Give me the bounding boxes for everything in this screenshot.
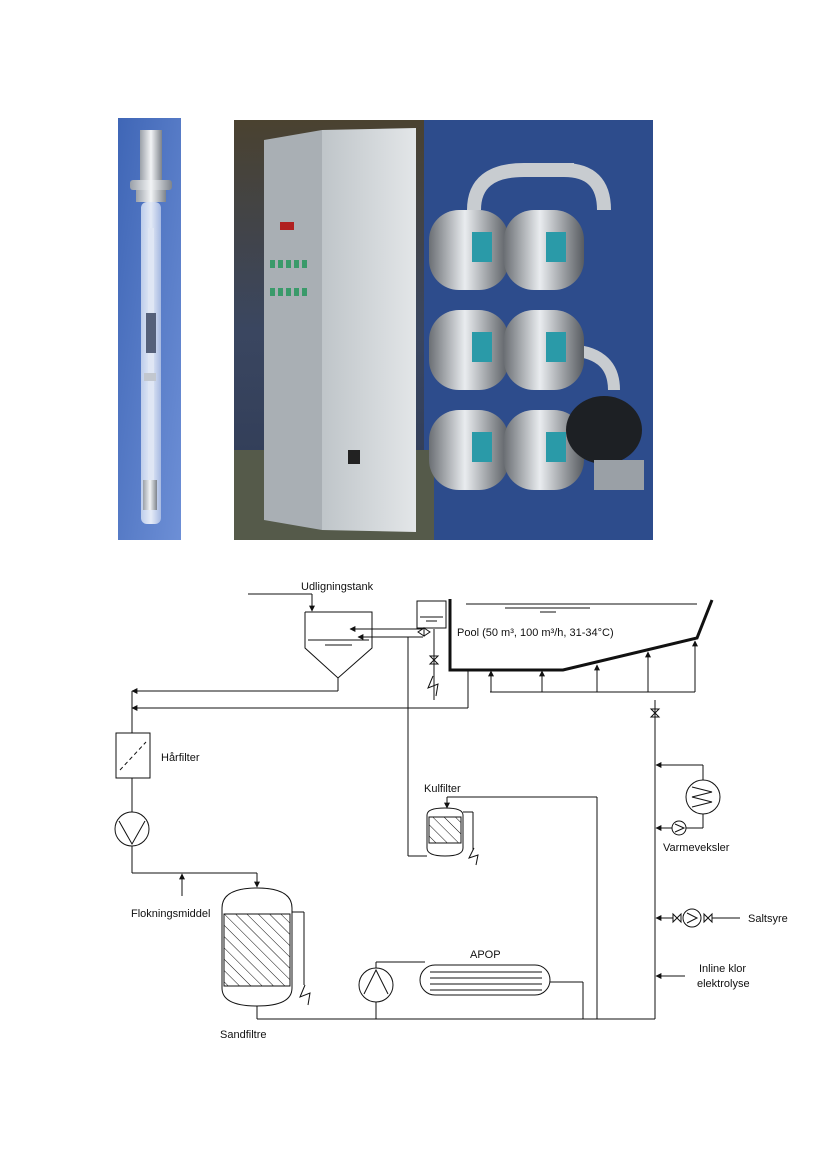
udligningstank-tank — [304, 611, 373, 679]
pool-water-treatment-diagram: Udligningstank Pool (50 m³, 100 m³/h, 31… — [114, 581, 788, 1041]
harfilter — [115, 732, 151, 779]
apop-label: APOP — [470, 949, 501, 961]
pool-label: Pool (50 m³, 100 m³/h, 31-34°C) — [457, 627, 614, 639]
flokningsmiddel-label: Flokningsmiddel — [131, 908, 210, 920]
kulfilter-vessel — [426, 807, 464, 857]
circulation-pump — [114, 811, 150, 847]
udligningstank-label: Udligningstank — [301, 581, 374, 593]
varmeveksler-label: Varmeveksler — [663, 842, 730, 854]
harfilter-label: Hårfilter — [161, 752, 200, 764]
inline-klor-label-line2: elektrolyse — [697, 978, 750, 990]
uv-treatment-installation-photo — [234, 120, 653, 540]
varmeveksler-heat-exchanger — [685, 779, 721, 815]
saltsyre-label: Saltsyre — [748, 913, 788, 925]
sandfilter-vessel — [221, 887, 293, 1007]
uv-lamp-photo — [118, 118, 181, 540]
apop-reactor — [419, 964, 551, 996]
pool-basin — [448, 599, 714, 672]
sandfiltre-label: Sandfiltre — [220, 1029, 266, 1041]
kulfilter-label: Kulfilter — [424, 783, 461, 795]
apop-pump — [358, 967, 394, 1003]
inline-klor-label-line1: Inline klor — [699, 963, 746, 975]
skimmer-box — [416, 600, 447, 629]
